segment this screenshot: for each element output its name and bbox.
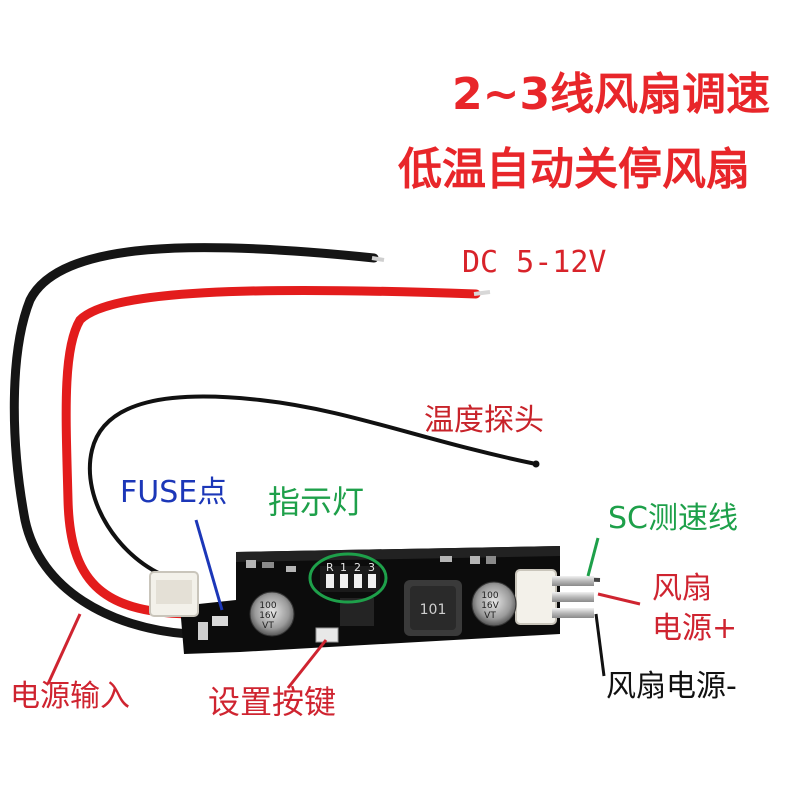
power-input-pointer: [46, 613, 82, 685]
fan-power-minus-label: 风扇电源-: [606, 669, 737, 704]
cap2-line1: 100: [481, 591, 498, 601]
temperature-probe-wire: [87, 394, 540, 580]
speed-wire-label: SC测速线: [608, 501, 738, 536]
cap2-line3: VT: [484, 611, 496, 621]
speed-wire-pointer: [586, 537, 600, 577]
fan-power-plus-label-line2: 电源+: [652, 611, 738, 646]
black-power-wire: [9, 243, 385, 639]
indicator-highlight-ellipse: [308, 552, 388, 604]
pcb-board: [149, 546, 594, 654]
button-pointer: [286, 639, 328, 689]
set-button-label: 设置按键: [208, 683, 337, 721]
capacitor-1-marking: 100 16V VT: [259, 601, 277, 631]
led-mark-2: 2: [354, 561, 361, 574]
led-mark-r: R: [326, 561, 334, 574]
led-silkscreen: R 1 2 3: [326, 561, 375, 574]
temperature-probe-label: 温度探头: [424, 403, 544, 438]
cap1-line2: 16V: [259, 611, 277, 621]
cap2-line2: 16V: [481, 601, 499, 611]
fan-minus-pointer: [594, 613, 606, 677]
indicator-label: 指示灯: [268, 483, 365, 521]
fan-plus-pointer: [597, 592, 641, 606]
fan-power-plus-label-line1: 风扇: [652, 571, 712, 606]
red-power-wire: [61, 285, 491, 619]
title-line-2: 低温自动关停风扇: [398, 144, 750, 195]
title-line-1: 2~3线风扇调速: [452, 69, 771, 120]
voltage-label: DC 5-12V: [462, 245, 607, 280]
led-mark-3: 3: [368, 561, 375, 574]
cap1-line3: VT: [262, 621, 274, 631]
fuse-pointer: [194, 519, 224, 611]
capacitor-2-marking: 100 16V VT: [481, 591, 499, 621]
cap1-line1: 100: [259, 601, 276, 611]
fuse-label: FUSE点: [120, 475, 228, 510]
led-mark-1: 1: [340, 561, 347, 574]
power-input-label: 电源输入: [10, 679, 130, 714]
inductor-marking: 101: [420, 602, 447, 618]
